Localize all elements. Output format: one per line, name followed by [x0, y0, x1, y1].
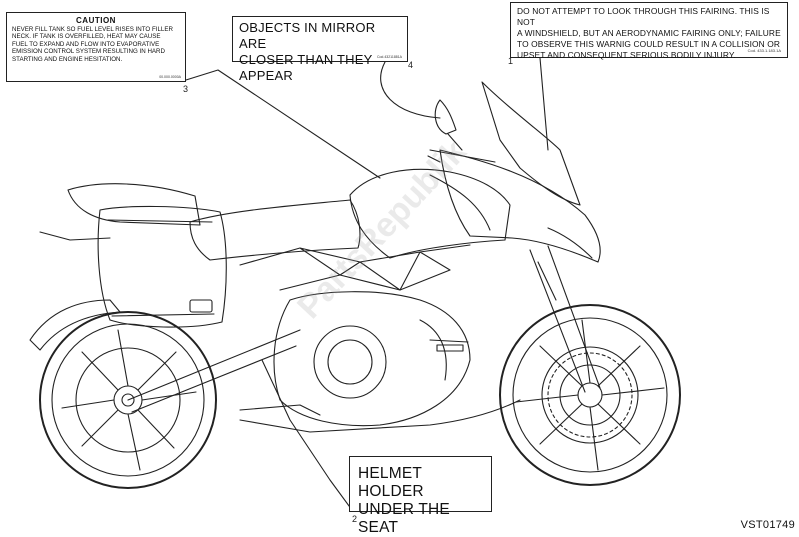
handlebar — [427, 149, 496, 163]
exhaust — [239, 399, 521, 433]
seat — [189, 199, 361, 261]
callout-number-1: 1 — [508, 56, 514, 66]
caution-line: FUEL TO EXPAND AND FLOW INTO EVAPORATIVE — [12, 40, 160, 48]
caution-heading: CAUTION — [76, 16, 116, 25]
mirror-line: OBJECTS IN MIRROR ARE — [239, 20, 376, 51]
fairing-line: DO NOT ATTEMPT TO LOOK THROUGH THIS FAIR… — [517, 6, 770, 27]
rear-fender — [29, 299, 121, 351]
diagram-reference-code: VST01749 — [740, 519, 795, 531]
fairing-line: UPSET AND CONSEQUENT SERIOUS BODILY INJU… — [517, 50, 736, 60]
front-brake-disc — [547, 352, 633, 438]
leader-line-4 — [380, 61, 441, 119]
fairing-line: TO OBSERVE THIS WARNIG COULD RESULT IN A… — [517, 39, 780, 49]
helmet-line: UNDER THE SEAT — [358, 501, 450, 536]
mirror — [434, 99, 463, 151]
front-fairing — [439, 149, 601, 263]
caution-line: NECK. IF TANK IS OVERFILLED, HEAT MAY CA… — [12, 33, 161, 41]
helmet-holder-decal: HELMET HOLDER UNDER THE SEAT — [349, 456, 492, 536]
caution-text: NEVER FILL TANK SO FUEL LEVEL RISES INTO… — [12, 26, 180, 63]
front-wheel — [499, 304, 681, 486]
helmet-line: HELMET HOLDER — [358, 465, 424, 500]
caution-line: EMISSION CONTROL SYSTEM RESULTING IN HAR… — [12, 48, 165, 56]
callout-number-4: 4 — [408, 60, 414, 70]
leader-line-2 — [261, 359, 353, 511]
caution-fuel-decal: CAUTION NEVER FILL TANK SO FUEL LEVEL RI… — [6, 12, 186, 82]
fairing-part-code: Cod. 433.1.183.1A — [747, 48, 781, 53]
mirror-part-code: Cod.43211881A — [376, 55, 402, 59]
frame — [239, 244, 471, 291]
caution-line: STARTING AND ENGINE HESITATION. — [12, 55, 123, 63]
fairing-warning-decal: DO NOT ATTEMPT TO LOOK THROUGH THIS FAIR… — [510, 2, 788, 60]
fuel-tank — [349, 168, 511, 259]
callout-number-2: 2 — [352, 514, 358, 524]
mirror-warning-decal: OBJECTS IN MIRROR ARE CLOSER THAN THEY A… — [232, 16, 408, 83]
side-case — [97, 205, 227, 328]
tail — [39, 183, 201, 241]
fairing-line: A WINDSHIELD, BUT AN AERODYNAMIC FAIRING… — [517, 28, 781, 38]
callout-number-3: 3 — [183, 84, 189, 94]
front-fork — [529, 245, 601, 393]
swingarm — [127, 329, 301, 413]
caution-part-code: 00.000.0000A — [159, 75, 181, 79]
engine — [273, 291, 471, 427]
leader-line-1 — [539, 57, 549, 151]
caution-line: NEVER FILL TANK SO FUEL LEVEL RISES INTO… — [12, 26, 173, 33]
mirror-line: CLOSER THAN THEY APPEAR — [239, 52, 373, 83]
windshield — [481, 81, 581, 206]
leader-line-3 — [185, 69, 381, 179]
